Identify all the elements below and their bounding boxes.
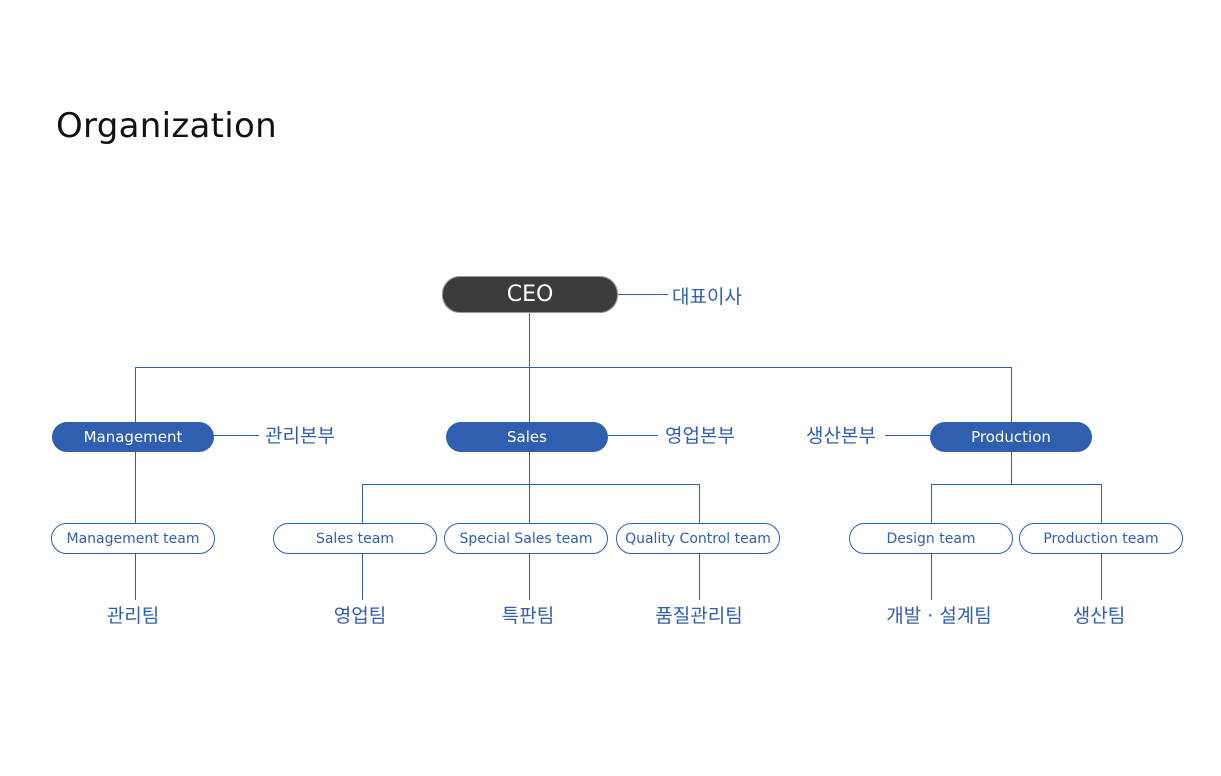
team-special-sales-korean: 특판팀 (501, 605, 555, 627)
production-team-bus-line (931, 484, 1102, 485)
team-label-line (362, 554, 363, 600)
team-sales: Sales team (273, 523, 437, 554)
team-label-line (529, 554, 530, 600)
sales-team-drop-right (699, 484, 700, 524)
team-design: Design team (849, 523, 1013, 554)
production-team-drop-left (931, 484, 932, 524)
sales-team-drop-left (362, 484, 363, 524)
division-sales: Sales (446, 422, 608, 452)
sales-team-bus-line (362, 484, 700, 485)
production-drop-line (1011, 367, 1012, 423)
sales-label-connector (608, 435, 658, 436)
team-sales-korean: 영업팀 (333, 605, 387, 627)
team-design-korean: 개발 · 설계팀 (886, 605, 992, 627)
management-team-line (135, 452, 136, 524)
management-label-connector (214, 435, 259, 436)
team-label-line (135, 554, 136, 600)
team-management-korean: 관리팀 (106, 605, 160, 627)
division-production: Production (930, 422, 1092, 452)
division-production-korean: 생산본부 (806, 425, 876, 447)
team-quality-control-korean: 품질관리팀 (655, 605, 743, 627)
division-sales-korean: 영업본부 (665, 425, 735, 447)
division-bus-line (135, 367, 1012, 368)
page-title: Organization (56, 106, 277, 146)
team-label-line (1101, 554, 1102, 600)
production-label-connector (885, 435, 930, 436)
management-drop-line (135, 367, 136, 423)
division-management-korean: 관리본부 (265, 425, 335, 447)
ceo-label-connector (618, 294, 668, 295)
ceo-trunk-line (529, 313, 530, 423)
team-production-korean: 생산팀 (1072, 605, 1126, 627)
team-label-line (931, 554, 932, 600)
sales-trunk-line (529, 452, 530, 524)
ceo-korean-label: 대표이사 (672, 286, 742, 308)
team-production: Production team (1019, 523, 1183, 554)
team-special-sales: Special Sales team (444, 523, 608, 554)
team-label-line (699, 554, 700, 600)
production-team-drop-right (1101, 484, 1102, 524)
division-management: Management (52, 422, 214, 452)
team-management: Management team (51, 523, 215, 554)
ceo-node: CEO (442, 276, 618, 313)
production-trunk-line (1011, 452, 1012, 484)
team-quality-control: Quality Control team (616, 523, 780, 554)
